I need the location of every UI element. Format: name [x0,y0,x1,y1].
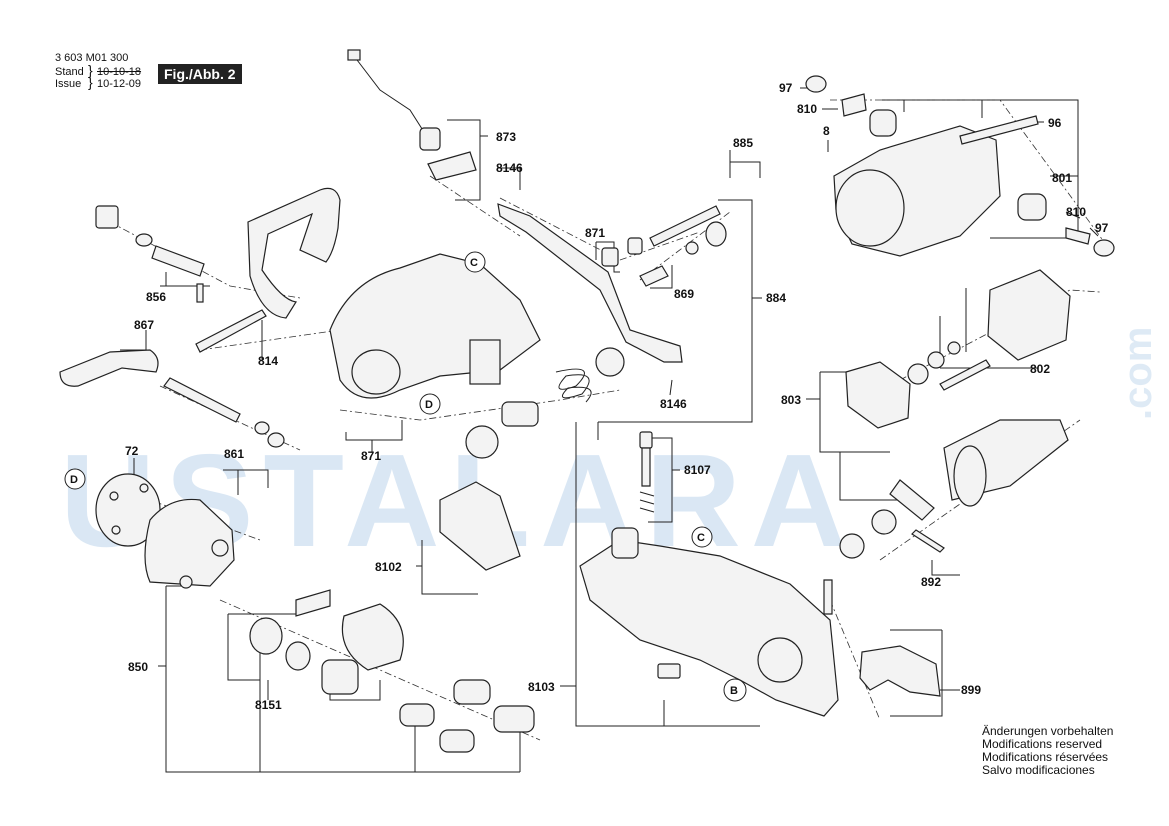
callout-814: 814 [258,354,278,368]
callout-885: 885 [733,136,753,150]
modification-notes: Änderungen vorbehalten Modifications res… [982,725,1113,777]
issue-label: Issue [55,78,82,90]
bolt-part-814 [195,309,267,353]
bearing-block-850 [144,498,235,589]
note-es: Salvo modificaciones [982,763,1095,777]
callout-97-right: 97 [1095,221,1109,235]
note-fr: Modifications réservées [982,750,1109,764]
marker-d-right: D [425,399,433,411]
callout-810-right: 810 [1066,205,1086,219]
callout-8102: 8102 [375,560,402,574]
brushes-810 [805,75,1115,257]
callout-892: 892 [921,575,941,589]
callout-8146-right: 8146 [660,397,687,411]
note-de: Änderungen vorbehalten [982,724,1114,738]
lever-part-867 [59,349,159,387]
lever-899 [823,529,945,697]
stand-label: Stand [55,66,84,78]
shaft-part-856 [95,205,205,303]
issue-date: 10-12-09 [97,78,142,90]
callout-810-top: 810 [797,102,817,116]
armature-part [839,419,1069,559]
callouts: 97 810 8 96 801 810 97 873 8146 885 871 … [125,81,1109,712]
arm-part-884 [497,203,683,363]
callout-884: 884 [766,291,786,305]
callout-8107: 8107 [684,463,711,477]
callout-8151: 8151 [255,698,282,712]
brace-icon: } [88,74,93,90]
stator-802 [907,269,1071,391]
callout-801: 801 [1052,171,1072,185]
callout-871-top: 871 [585,226,605,240]
callout-96: 96 [1048,116,1062,130]
motor-housing-801 [833,109,1047,257]
figure-label: Fig./Abb. 2 [158,64,242,84]
callout-72: 72 [125,444,139,458]
handle-part [247,187,341,319]
callout-8146-top: 8146 [496,161,523,175]
base-housing-8103 [579,527,839,717]
guide-8102 [439,481,521,571]
cover-part-72 [95,473,161,547]
marker-c-top: C [470,257,478,269]
callout-97-top: 97 [779,81,793,95]
callout-899: 899 [961,683,981,697]
spring-part [465,347,625,459]
stand-old-date: 10-10-18 [97,66,142,78]
callout-867: 867 [134,318,154,332]
marker-b: B [730,685,738,697]
callout-856: 856 [146,290,166,304]
callout-869: 869 [674,287,694,301]
callout-8: 8 [823,124,830,138]
threaded-rod [163,377,285,448]
cable-873 [347,49,477,181]
callout-803: 803 [781,393,801,407]
callout-873: 873 [496,130,516,144]
callout-8103: 8103 [528,680,555,694]
callout-850: 850 [128,660,148,674]
marker-d-left: D [70,474,78,486]
reference-markers: C D D C B [64,251,747,702]
callout-861: 861 [224,447,244,461]
marker-c-bottom: C [697,532,705,544]
callout-802: 802 [1030,362,1050,376]
doc-number: 3 603 M01 300 [55,52,129,64]
note-en: Modifications reserved [982,737,1103,751]
bolt-8107 [639,431,655,513]
gear-housing [329,253,541,399]
callout-871-bottom: 871 [361,449,381,463]
rollers-8151 [249,589,535,753]
fan-shroud-803 [845,361,911,429]
brace-icon: } [88,62,93,78]
pins-871 [601,205,727,287]
